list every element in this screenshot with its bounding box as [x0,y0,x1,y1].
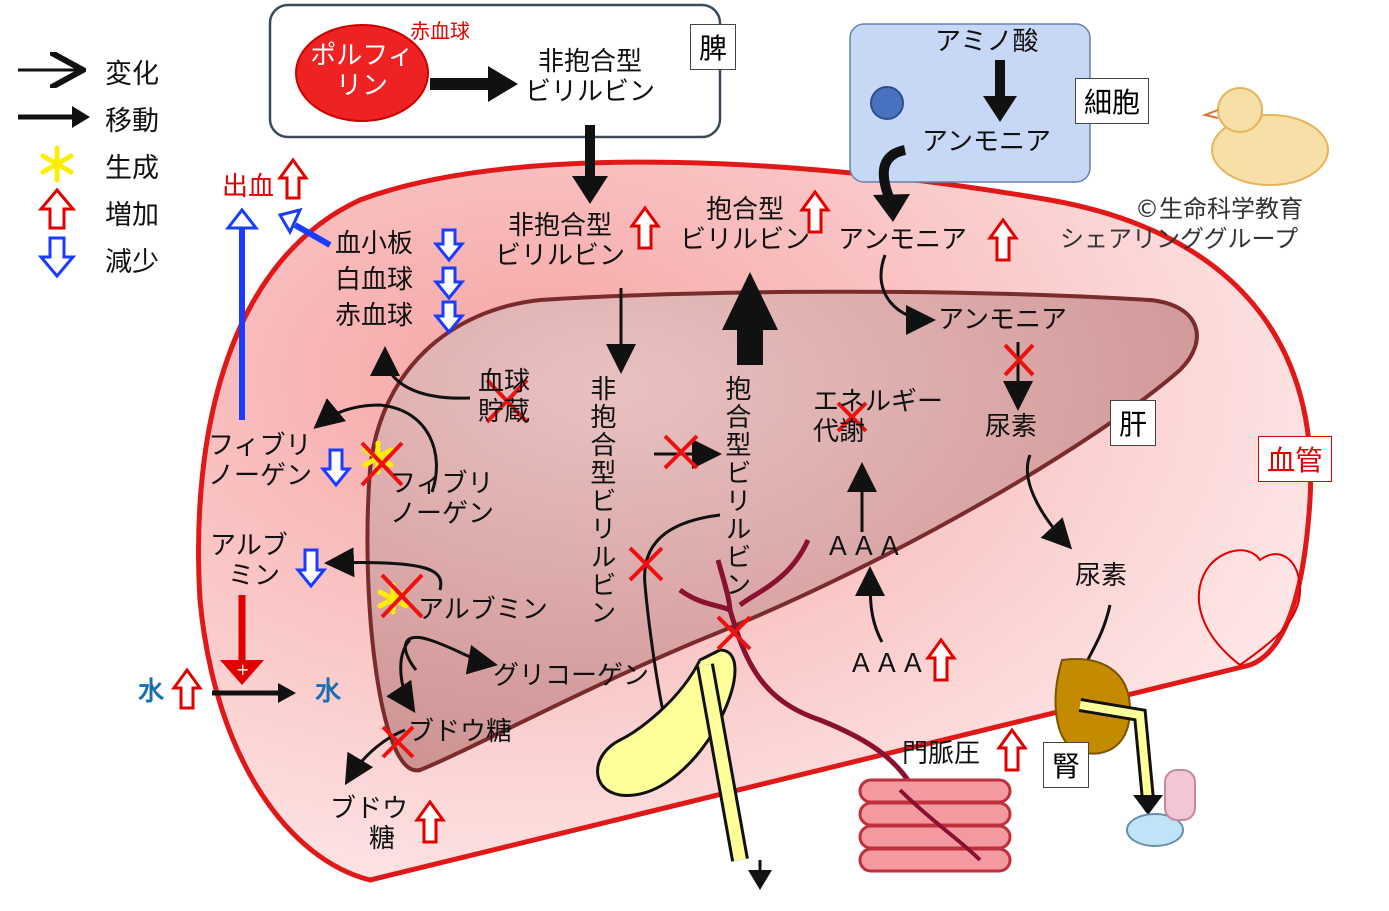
legend-generate-icon [40,145,74,183]
legend-generate-label: 生成 [105,153,159,184]
liver-tag: 肝 [1110,400,1157,446]
toilet-icon [1126,769,1196,847]
blood-fibrinogen-label: フィブリノーゲン [208,431,313,491]
energy-metabolism-label: エネルギー代謝 [813,387,944,447]
nucleus-icon [870,86,904,120]
portal-pressure-label: 門脈圧 [902,739,981,769]
rbc-label: 赤血球 [335,301,414,331]
legend-decrease-icon [37,236,77,279]
blood-storage-label: 血球貯蔵 [478,367,531,427]
liver-aaa-label: ＡＡＡ [825,532,904,562]
liver-unconj-bilirubin-label: 非抱合型ビリルビン [585,375,616,627]
kidney-tag: 腎 [1043,742,1090,788]
legend-decrease-label: 減少 [105,247,159,278]
heart-icon [1197,549,1302,667]
chick-doodle [1201,87,1329,186]
spleen-unconj-bilirubin-label: 非抱合型ビリルビン [524,47,655,107]
liver-shape [365,289,1199,773]
decrease-arrows [294,228,466,589]
porphyrin-oval [295,24,429,122]
blood-urea-label: 尿素 [1075,561,1128,591]
blood-aaa-label: ＡＡＡ [848,649,927,679]
water-out-label: 水 [315,677,342,707]
increase-arrows [171,157,1028,844]
blood-conj-bilirubin-label: 抱合型ビリルビン [679,195,810,255]
liver-ammonia-label: アンモニア [938,305,1067,335]
glycogen-label: グリコーゲン [493,661,650,691]
blood-unconj-bilirubin-label: 非抱合型ビリルビン [495,211,626,271]
cell-ammonia-label: アンモニア [922,127,1051,157]
water-in-label: 水 [138,677,165,707]
x-marks [360,343,1035,759]
liver-conj-bilirubin-label: 抱合型ビリルビン [720,375,751,599]
liver-albumin-label: アルブミン [418,595,548,625]
liver-glucose-label: ブドウ糖 [408,717,513,747]
platelet-label: 血小板 [335,229,414,259]
bleeding-label: 出血 [222,172,275,202]
blood-glucose-label: ブドウ糖 [330,794,409,854]
liver-fibrinogen-label: フィブリノーゲン [390,469,495,529]
cell-tag: 細胞 [1075,78,1150,124]
copyright-line2: シェアリンググループ [1060,225,1299,253]
blood-ammonia-label: アンモニア [838,225,967,255]
spleen-tag: 脾 [690,24,737,70]
liver-urea-label: 尿素 [985,412,1038,442]
amino-acid-label: アミノ酸 [935,27,1039,57]
legend-move-label: 移動 [105,106,159,137]
legend-increase-icon [37,187,77,230]
spleen-rbc-label: 赤血球 [410,19,470,43]
legend-change-label: 変化 [105,59,159,90]
wbc-label: 白血球 [335,265,414,295]
blood-albumin-label: アルブミン [210,531,288,591]
vessel-tag: 血管 [1258,436,1333,482]
legend-increase-label: 増加 [105,200,159,231]
porphyrin-label: ポルフィリン [310,41,414,101]
copyright-line1: ©生命科学教育 [1135,195,1303,223]
svg-text:+: + [236,660,249,679]
intestine [858,778,1012,873]
